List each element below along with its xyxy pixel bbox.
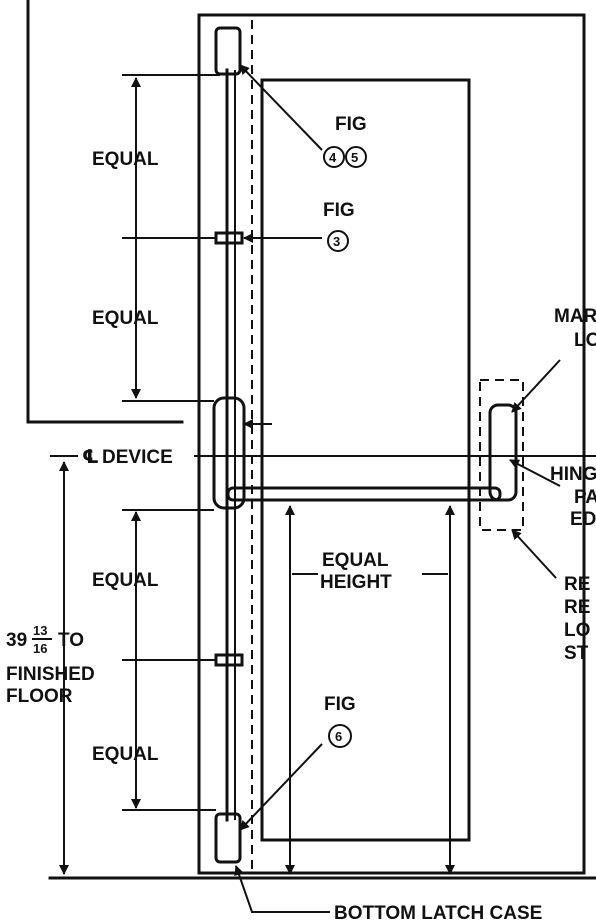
label-fig6-num: 6 [335, 729, 342, 744]
label-equal-3: EQUAL [92, 570, 159, 591]
door-glass-panel [260, 78, 471, 842]
label-finished: FINISHED [6, 664, 95, 685]
leader-bottom-latch [234, 865, 330, 913]
label-right-re1: RE [564, 574, 590, 595]
leader-right-box [511, 529, 557, 579]
center-case [212, 396, 246, 510]
top-latch-case [214, 26, 242, 76]
label-right-hing: HING [550, 464, 596, 485]
push-bar [226, 486, 502, 502]
label-equal-2: EQUAL [92, 308, 159, 329]
label-floor: FLOOR [6, 686, 73, 707]
label-fig-6: FIG [324, 694, 356, 715]
label-equal-height-1: EQUAL [322, 550, 389, 571]
leader-right-top [511, 359, 561, 413]
label-equal-height-2: HEIGHT [320, 572, 392, 593]
label-right-lo: LO [574, 330, 596, 351]
label-right-lo2: LO [564, 620, 590, 641]
circle-fig3 [327, 230, 349, 252]
label-right-pa: PA [574, 487, 596, 508]
frame-outline-left [26, 0, 184, 424]
label-right-re2: RE [564, 597, 590, 618]
label-equal-1: EQUAL [92, 149, 159, 170]
door-frame [197, 13, 586, 875]
label-fig-3: FIG [323, 200, 355, 221]
leader-fig6 [239, 743, 323, 831]
label-bottom-latch-case: BOTTOM LATCH CASE [334, 903, 542, 924]
right-case [488, 403, 518, 502]
label-height-num: 13 [33, 623, 47, 638]
label-fig4-num: 4 [329, 150, 337, 165]
label-fig5-num: 5 [351, 150, 358, 165]
label-fig-45: FIG [335, 114, 367, 135]
label-device: DEVICE [102, 447, 173, 468]
leader-fig45 [239, 64, 323, 151]
circle-fig6 [328, 724, 352, 748]
label-right-mar: MAR [554, 306, 596, 327]
bottom-latch-case [214, 812, 242, 864]
circle-fig5 [345, 146, 367, 168]
label-right-st: ST [564, 643, 589, 664]
right-dashed-box [479, 379, 524, 531]
circle-fig4 [323, 146, 345, 168]
label-equal-4: EQUAL [92, 744, 159, 765]
label-right-ed: ED [570, 509, 596, 530]
label-height-whole: 39 [6, 630, 27, 651]
label-fig3-num: 3 [333, 234, 340, 249]
label-height-to: TO [58, 630, 84, 651]
rod-guide-upper [214, 231, 244, 245]
label-height-den: 16 [33, 641, 47, 656]
rod-guide-lower [214, 653, 244, 667]
label-cl-symbol: ℄ [82, 447, 99, 468]
leader-right-hinge [509, 459, 561, 487]
